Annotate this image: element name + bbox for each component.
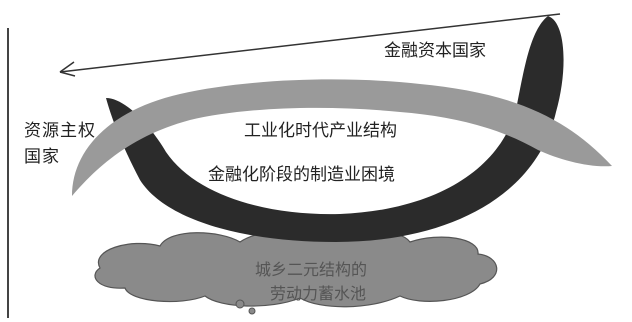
labor-pool-label-line2: 劳动力蓄水池: [270, 284, 367, 303]
industrial-era-structure-label: 工业化时代产业结构: [244, 121, 397, 141]
labor-pool-cloud: [94, 229, 498, 315]
resource-sovereign-country-label-line2: 国家: [24, 147, 60, 167]
labor-pool-label-line1: 城乡二元结构的: [255, 260, 368, 279]
industrial-era-light-band: [72, 79, 612, 196]
resource-sovereign-country-label-line1: 资源主权: [24, 121, 96, 141]
financial-stage-dilemma-label: 金融化阶段的制造业困境: [208, 165, 395, 185]
direction-arrow: [59, 13, 561, 77]
finance-capital-country-label: 金融资本国家: [384, 41, 486, 61]
